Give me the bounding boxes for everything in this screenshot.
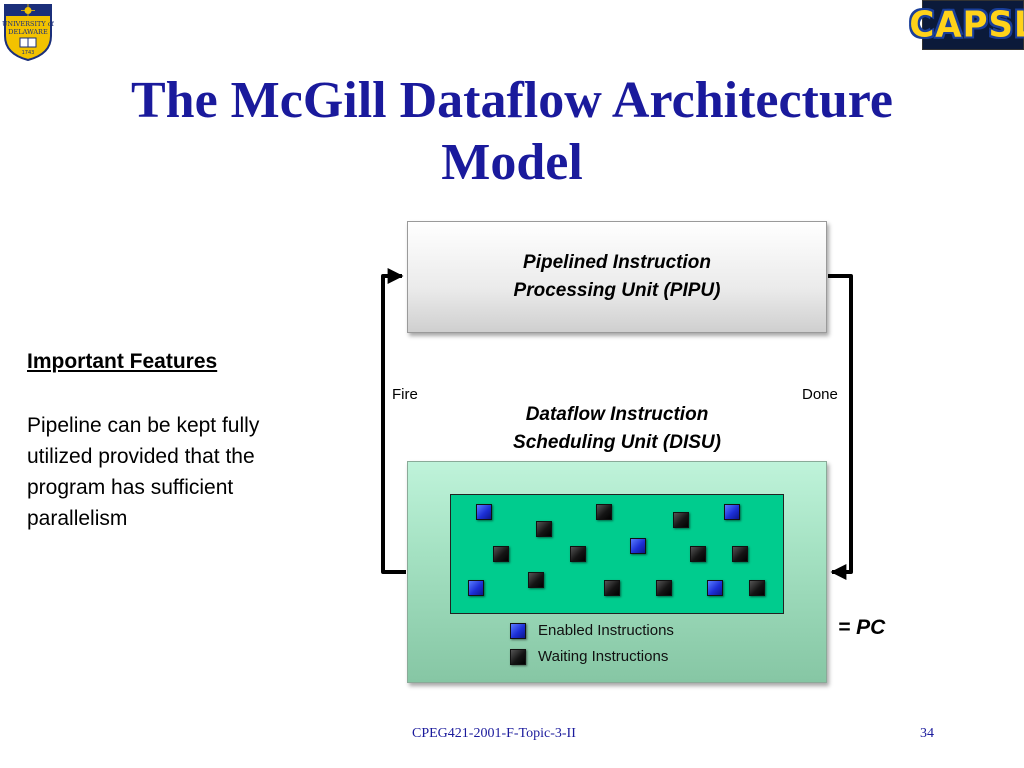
slide-title: The McGill Dataflow Architecture Model: [60, 70, 964, 194]
enabled-instruction: [724, 504, 740, 520]
disu-label: Dataflow Instruction Scheduling Unit (DI…: [407, 401, 827, 457]
slide-title-line1: The McGill Dataflow Architecture: [130, 72, 894, 129]
done-arrow: [828, 274, 853, 580]
disu-label-line1: Dataflow Instruction: [525, 404, 709, 425]
pipu-box: [407, 221, 827, 333]
waiting-instruction: [493, 546, 509, 562]
footer-page-number: 34: [920, 726, 934, 741]
pipu-label: Pipelined Instruction Processing Unit (P…: [407, 249, 827, 305]
ud-logo-year: 1743: [22, 50, 35, 56]
ud-logo-line1: UNIVERSITY of: [2, 20, 54, 28]
waiting-instruction: [604, 580, 620, 596]
slide-title-line2: Model: [441, 134, 583, 191]
enabled-instruction: [476, 504, 492, 520]
enabled-instruction: [630, 538, 646, 554]
waiting-instruction: [656, 580, 672, 596]
fire-label: Fire: [392, 386, 418, 403]
legend-enabled-swatch: [510, 623, 526, 639]
waiting-instruction: [732, 546, 748, 562]
legend-waiting-label: Waiting Instructions: [538, 648, 669, 665]
ud-logo-line2: DELAWARE: [8, 28, 48, 36]
features-body: Pipeline can be kept fully utilized prov…: [27, 414, 260, 530]
done-label: Done: [802, 386, 838, 403]
university-of-delaware-logo: UNIVERSITY of DELAWARE 1743: [2, 2, 55, 62]
waiting-instruction: [596, 504, 612, 520]
waiting-instruction: [673, 512, 689, 528]
pipu-label-line1: Pipelined Instruction: [523, 252, 711, 273]
footer-course: CPEG421-2001-F-Topic-3-II: [412, 726, 576, 741]
legend-waiting-swatch: [510, 649, 526, 665]
features-heading: Important Features: [27, 350, 218, 373]
waiting-instruction: [570, 546, 586, 562]
waiting-instruction: [528, 572, 544, 588]
enabled-instruction: [468, 580, 484, 596]
legend-enabled-label: Enabled Instructions: [538, 622, 674, 639]
disu-label-line2: Scheduling Unit (DISU): [513, 432, 721, 453]
waiting-instruction: [749, 580, 765, 596]
pc-label: = PC: [838, 616, 886, 639]
fire-arrow: [381, 268, 406, 574]
capsl-logo-text: CAPSL: [909, 4, 1024, 46]
waiting-instruction: [690, 546, 706, 562]
enabled-instruction: [707, 580, 723, 596]
pipu-label-line2: Processing Unit (PIPU): [513, 280, 721, 301]
capsl-logo: CAPSL: [909, 0, 1024, 50]
waiting-instruction: [536, 521, 552, 537]
